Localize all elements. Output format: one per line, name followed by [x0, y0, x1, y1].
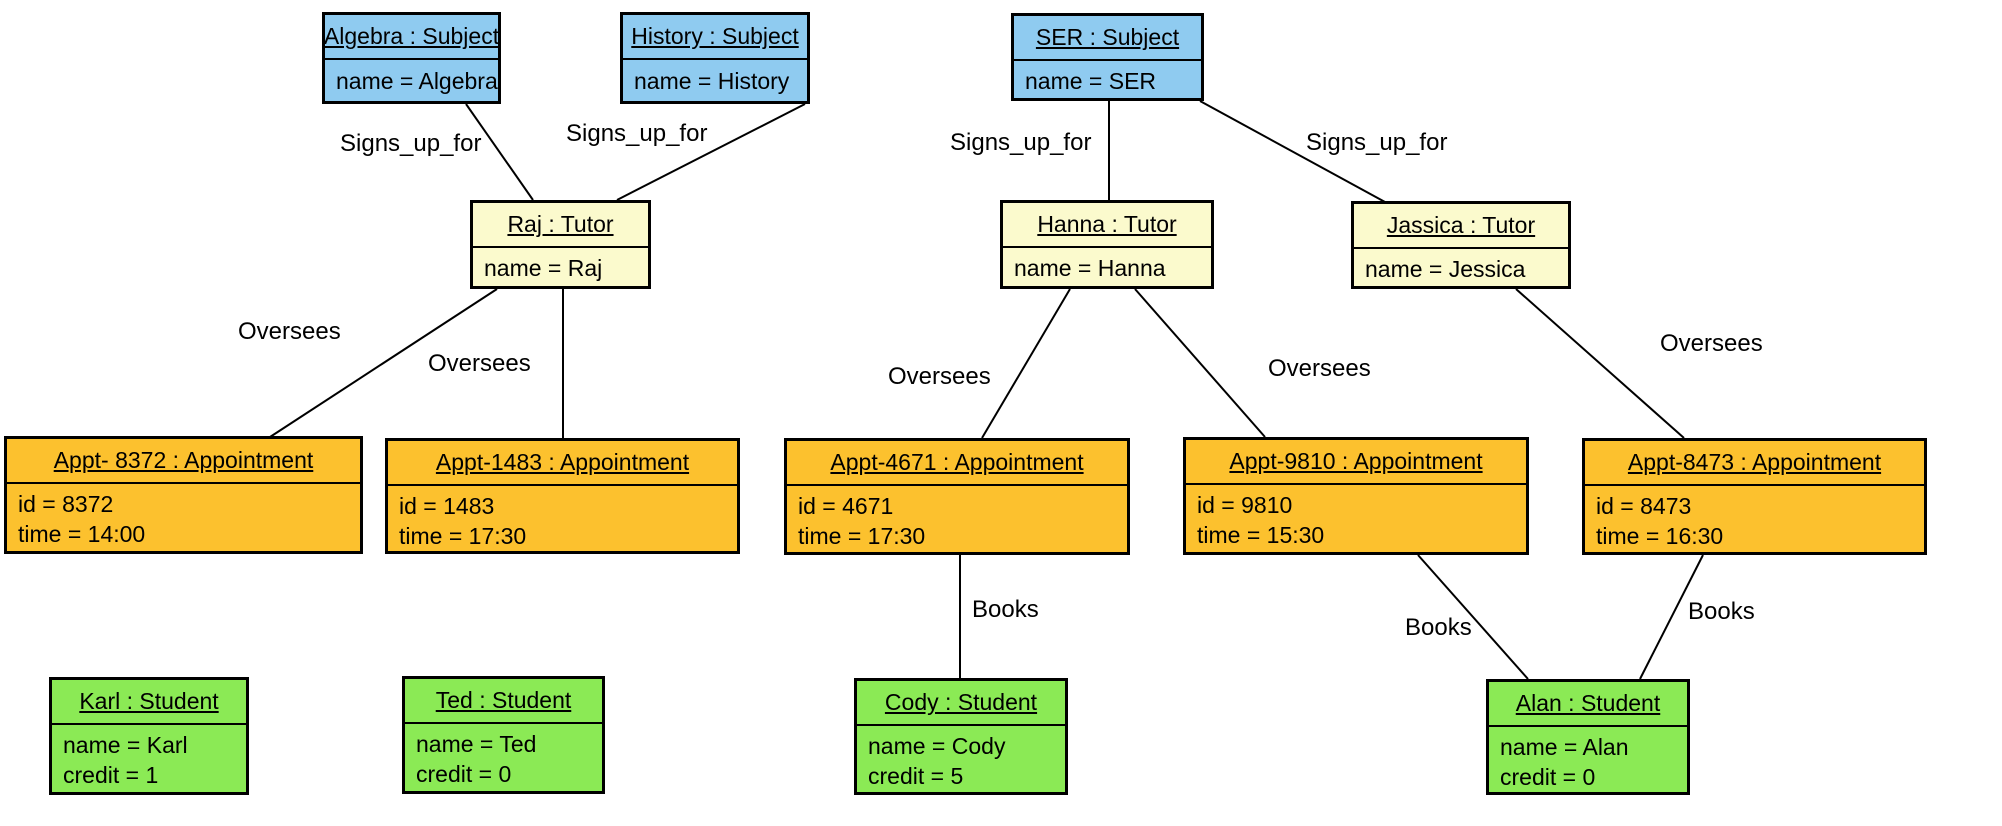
- attribute-line: id = 8473: [1596, 493, 1692, 519]
- object-title: Ted : Student: [405, 679, 602, 724]
- object-title: History : Subject: [623, 15, 807, 60]
- object-title: Appt-9810 : Appointment: [1186, 440, 1526, 485]
- object-title: Algebra : Subject: [324, 15, 499, 60]
- object-attributes: name = History: [623, 60, 807, 101]
- object-title: Hanna : Tutor: [1003, 203, 1211, 248]
- attribute-line: time = 16:30: [1596, 523, 1724, 549]
- attribute-line: time = 15:30: [1197, 522, 1325, 548]
- object-title: Raj : Tutor: [473, 203, 648, 248]
- edge-label-oversees: Oversees: [428, 350, 531, 377]
- edge-label-books: Books: [1688, 598, 1755, 625]
- object-node-ser: SER : Subject name = SER: [1011, 13, 1204, 101]
- edge-ser-jassica: [1199, 100, 1386, 203]
- attribute-line: name = Jessica: [1365, 256, 1526, 282]
- object-attributes: id = 1483 time = 17:30: [388, 486, 737, 555]
- object-title: Karl : Student: [52, 680, 246, 725]
- attribute-line: id = 1483: [399, 493, 495, 519]
- object-attributes: name = Raj: [473, 248, 648, 287]
- object-title: Appt-8473 : Appointment: [1585, 441, 1924, 486]
- object-node-appt4671: Appt-4671 : Appointment id = 4671 time =…: [784, 438, 1130, 555]
- object-attributes: id = 4671 time = 17:30: [787, 486, 1127, 555]
- attribute-line: credit = 1: [63, 762, 159, 788]
- object-title: Cody : Student: [857, 681, 1065, 726]
- edge-label-books: Books: [972, 596, 1039, 623]
- attribute-line: name = Algebra: [336, 68, 498, 94]
- object-node-cody: Cody : Student name = Cody credit = 5: [854, 678, 1068, 795]
- object-attributes: name = Karl credit = 1: [52, 725, 246, 794]
- object-node-appt8473: Appt-8473 : Appointment id = 8473 time =…: [1582, 438, 1927, 555]
- attribute-line: name = Ted: [416, 731, 537, 757]
- object-node-appt1483: Appt-1483 : Appointment id = 1483 time =…: [385, 438, 740, 554]
- object-title: Appt-4671 : Appointment: [787, 441, 1127, 486]
- object-title: SER : Subject: [1014, 16, 1201, 61]
- object-node-raj: Raj : Tutor name = Raj: [470, 200, 651, 289]
- edge-hanna-appt4671: [981, 288, 1071, 439]
- object-title: Alan : Student: [1489, 682, 1687, 727]
- edge-label-signs-up-for: Signs_up_for: [1306, 129, 1448, 156]
- edge-history-raj: [616, 103, 806, 201]
- object-title: Appt-1483 : Appointment: [388, 441, 737, 486]
- attribute-line: name = Raj: [484, 255, 603, 281]
- attribute-line: name = Alan: [1500, 734, 1629, 760]
- object-attributes: name = Algebra: [325, 60, 498, 101]
- edge-label-signs-up-for: Signs_up_for: [566, 120, 708, 147]
- edge-label-oversees: Oversees: [1660, 330, 1763, 357]
- object-attributes: id = 9810 time = 15:30: [1186, 485, 1526, 554]
- attribute-line: time = 17:30: [798, 523, 926, 549]
- edge-appt8473-alan: [1639, 554, 1704, 680]
- attribute-line: name = Karl: [63, 732, 188, 758]
- object-node-history: History : Subject name = History: [620, 12, 810, 104]
- attribute-line: name = Cody: [868, 733, 1006, 759]
- attribute-line: name = Hanna: [1014, 255, 1166, 281]
- object-attributes: name = Hanna: [1003, 248, 1211, 287]
- edge-raj-appt8372: [269, 288, 498, 438]
- object-attributes: name = SER: [1014, 61, 1201, 100]
- object-attributes: name = Jessica: [1354, 249, 1568, 288]
- object-attributes: id = 8372 time = 14:00: [7, 484, 360, 553]
- attribute-line: id = 8372: [18, 491, 114, 517]
- attribute-line: time = 17:30: [399, 523, 527, 549]
- attribute-line: credit = 0: [416, 761, 512, 787]
- object-node-appt9810: Appt-9810 : Appointment id = 9810 time =…: [1183, 437, 1529, 555]
- attribute-line: credit = 0: [1500, 764, 1596, 790]
- object-title: Jassica : Tutor: [1354, 204, 1568, 249]
- edge-label-books: Books: [1405, 614, 1472, 641]
- edge-hanna-appt9810: [1134, 288, 1266, 438]
- attribute-line: name = History: [634, 68, 790, 94]
- object-node-hanna: Hanna : Tutor name = Hanna: [1000, 200, 1214, 289]
- object-attributes: name = Cody credit = 5: [857, 726, 1065, 795]
- edge-label-signs-up-for: Signs_up_for: [950, 129, 1092, 156]
- object-node-karl: Karl : Student name = Karl credit = 1: [49, 677, 249, 795]
- edge-label-oversees: Oversees: [888, 363, 991, 390]
- edge-label-signs-up-for: Signs_up_for: [340, 130, 482, 157]
- edge-jassica-appt8473: [1515, 288, 1685, 439]
- object-attributes: id = 8473 time = 16:30: [1585, 486, 1924, 555]
- attribute-line: id = 9810: [1197, 492, 1293, 518]
- attribute-line: time = 14:00: [18, 521, 146, 547]
- edge-label-oversees: Oversees: [1268, 355, 1371, 382]
- object-node-algebra: Algebra : Subject name = Algebra: [322, 12, 501, 104]
- object-title: Appt- 8372 : Appointment: [7, 439, 360, 484]
- object-node-appt8372: Appt- 8372 : Appointment id = 8372 time …: [4, 436, 363, 554]
- object-node-jassica: Jassica : Tutor name = Jessica: [1351, 201, 1571, 289]
- object-node-ted: Ted : Student name = Ted credit = 0: [402, 676, 605, 794]
- edge-appt9810-alan: [1417, 554, 1529, 680]
- attribute-line: credit = 5: [868, 763, 964, 789]
- attribute-line: name = SER: [1025, 68, 1157, 94]
- object-attributes: name = Alan credit = 0: [1489, 727, 1687, 796]
- edge-label-oversees: Oversees: [238, 318, 341, 345]
- edge-algebra-raj: [465, 103, 534, 201]
- object-attributes: name = Ted credit = 0: [405, 724, 602, 793]
- object-node-alan: Alan : Student name = Alan credit = 0: [1486, 679, 1690, 795]
- attribute-line: id = 4671: [798, 493, 894, 519]
